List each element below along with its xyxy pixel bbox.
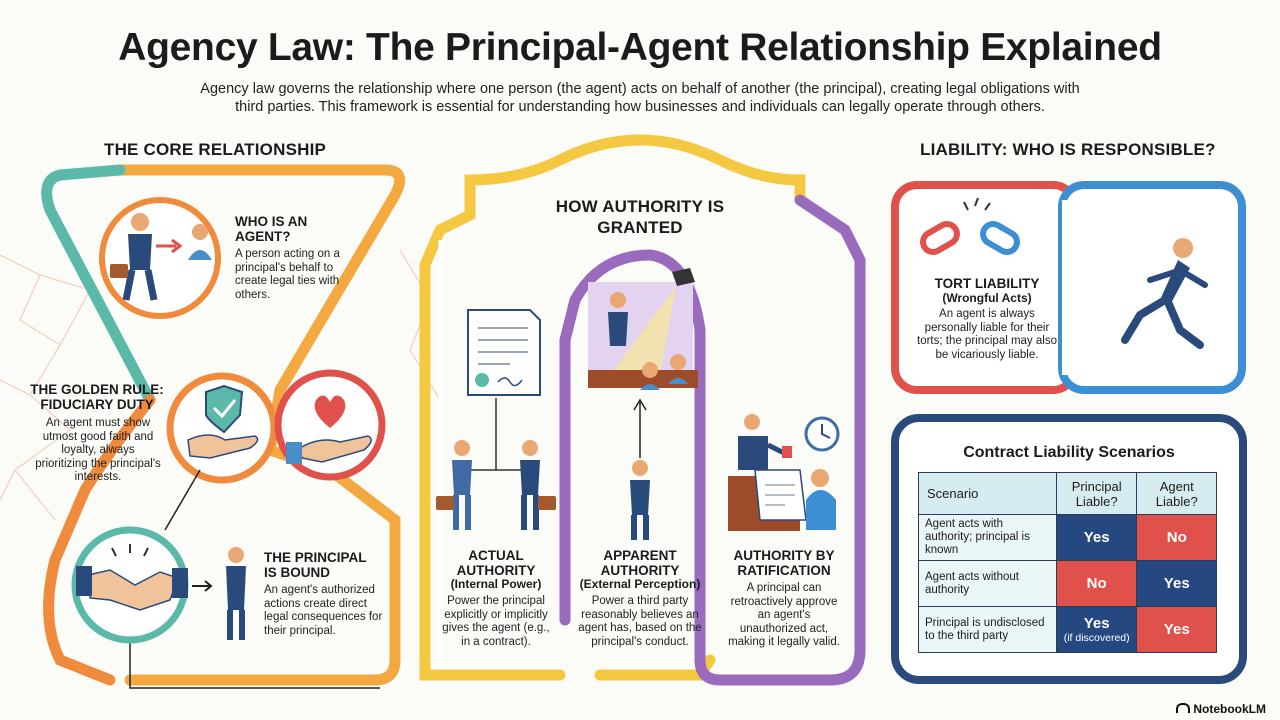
tort-text: An agent is always personally liable for…	[917, 308, 1057, 361]
authority-heading: HOW AUTHORITY IS GRANTED	[555, 197, 725, 237]
shield-icon	[187, 384, 259, 459]
spotlight-stage-icon	[588, 268, 698, 390]
duty-title: THE GOLDEN RULE: FIDUCIARY DUTY	[30, 382, 164, 412]
principal-liable-cell: Yes (if discovered)	[1055, 606, 1138, 653]
agent-text: A person acting on a principal's behalf …	[235, 248, 340, 301]
contract-document-icon	[467, 309, 541, 396]
tort-title: TORT LIABILITY	[934, 276, 1040, 291]
table-row: Agent acts without authority No Yes	[918, 560, 1217, 607]
agent-title: WHO IS AN AGENT?	[235, 214, 308, 244]
ratification-scene-icon	[728, 414, 840, 531]
scenario-cell: Principal is undisclosed to the third pa…	[918, 606, 1057, 653]
apparent-title: APPARENT AUTHORITY	[600, 548, 680, 578]
apparent-subtitle: (External Perception)	[579, 577, 701, 591]
core-heading: THE CORE RELATIONSHIP	[104, 140, 327, 159]
contract-table-title: Contract Liability Scenarios	[963, 444, 1175, 461]
principal-liable-value: Yes	[1083, 615, 1110, 632]
principal-liable-note: (if discovered)	[1063, 632, 1130, 644]
agent-liable-cell: Yes	[1136, 560, 1217, 607]
duty-text: An agent must show utmost good faith and…	[35, 417, 161, 483]
column-header-agent: Agent Liable?	[1136, 472, 1217, 515]
authority-yellow-frame	[464, 134, 806, 200]
table-row: Agent acts with authority; principal is …	[918, 514, 1217, 561]
actual-text: Power the principal explicitly or implic…	[442, 595, 550, 648]
page-subtitle: Agency law governs the relationship wher…	[200, 81, 1080, 115]
apparent-text: Power a third party reasonably believes …	[578, 595, 702, 648]
table-row: Principal is undisclosed to the third pa…	[918, 606, 1217, 653]
contract-liability-table: Scenario Principal Liable? Agent Liable?…	[918, 472, 1217, 653]
liability-heading: LIABILITY: WHO IS RESPONSIBLE?	[920, 140, 1216, 159]
principal-title: THE PRINCIPAL IS BOUND	[264, 550, 367, 580]
tort-subtitle: (Wrongful Acts)	[942, 291, 1032, 305]
principal-liable-cell: No	[1055, 560, 1138, 607]
agent-liable-cell: Yes	[1136, 606, 1217, 653]
brand-logo: NotebookLM	[1176, 702, 1266, 716]
principal-text: An agent's authorized actions create dir…	[264, 584, 383, 637]
scenario-cell: Agent acts without authority	[918, 560, 1057, 607]
handshake-icon	[76, 544, 188, 611]
authority-purple-frame	[559, 194, 866, 686]
principal-liable-cell: Yes	[1055, 514, 1138, 561]
running-person-icon	[1121, 238, 1208, 349]
agent-figure-icon	[110, 213, 212, 301]
agent-liable-cell: No	[1136, 514, 1217, 561]
ratification-text: A principal can retroactively approve an…	[728, 582, 840, 648]
actual-title: ACTUAL AUTHORITY	[456, 548, 536, 578]
column-header-principal: Principal Liable?	[1055, 472, 1138, 515]
apparent-agent-icon	[630, 460, 650, 540]
actual-agents-icon	[436, 440, 556, 530]
broken-chain-icon	[920, 197, 1020, 255]
column-header-scenario: Scenario	[918, 472, 1057, 515]
principal-figure-icon	[226, 547, 246, 640]
brand-logo-icon	[1176, 703, 1191, 713]
heart-icon	[286, 395, 372, 464]
runner-card-frame	[1058, 181, 1246, 394]
ratification-title: AUTHORITY BY RATIFICATION	[733, 548, 835, 578]
scenario-cell: Agent acts with authority; principal is …	[918, 514, 1057, 561]
actual-subtitle: (Internal Power)	[450, 577, 542, 591]
page-title: Agency Law: The Principal-Agent Relation…	[118, 26, 1162, 69]
brand-name: NotebookLM	[1193, 702, 1266, 716]
